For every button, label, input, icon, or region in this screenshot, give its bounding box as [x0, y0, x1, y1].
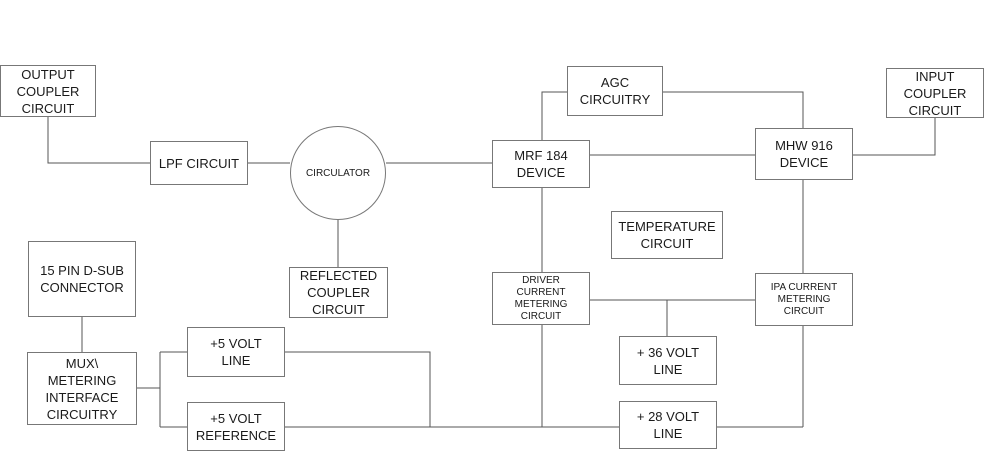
plus28-volt-line-label: + 28 VOLT LINE: [636, 409, 700, 441]
ipa-current-metering-label: IPA CURRENT METERING CIRCUIT: [770, 281, 838, 317]
temperature-circuit-label: TEMPERATURE CIRCUIT: [618, 219, 716, 251]
dsub-connector-label: 15 PIN D-SUB CONNECTOR: [40, 263, 124, 295]
mrf184-device-label: MRF 184 DEVICE: [514, 148, 568, 180]
lpf-circuit-block: LPF CIRCUIT: [150, 141, 248, 185]
mux-metering-label: MUX\ METERING INTERFACE CIRCUITRY: [45, 355, 119, 422]
lpf-circuit-label: LPF CIRCUIT: [158, 155, 240, 171]
input-coupler-label: INPUT COUPLER CIRCUIT: [903, 68, 967, 118]
mhw916-device-label: MHW 916 DEVICE: [775, 138, 833, 170]
reflected-coupler-block: REFLECTED COUPLER CIRCUIT: [289, 267, 388, 318]
mrf184-device-block: MRF 184 DEVICE: [492, 140, 590, 188]
driver-current-metering-block: DRIVER CURRENT METERING CIRCUIT: [492, 272, 590, 325]
circulator-block: CIRCULATOR: [290, 126, 386, 220]
plus36-volt-line-block: + 36 VOLT LINE: [619, 336, 717, 385]
input-coupler-block: INPUT COUPLER CIRCUIT: [886, 68, 984, 118]
output-coupler-block: OUTPUT COUPLER CIRCUIT: [0, 65, 96, 117]
plus36-volt-line-label: + 36 VOLT LINE: [636, 344, 700, 377]
ipa-current-metering-block: IPA CURRENT METERING CIRCUIT: [755, 273, 853, 326]
reflected-coupler-label: REFLECTED COUPLER CIRCUIT: [299, 268, 378, 317]
plus5-volt-line-block: +5 VOLT LINE: [187, 327, 285, 377]
driver-current-metering-label: DRIVER CURRENT METERING CIRCUIT: [514, 274, 568, 322]
plus5-volt-reference-label: +5 VOLT REFERENCE: [195, 410, 277, 443]
plus28-volt-line-block: + 28 VOLT LINE: [619, 401, 717, 449]
plus5-volt-line-label: +5 VOLT LINE: [210, 336, 262, 368]
output-coupler-label: OUTPUT COUPLER CIRCUIT: [16, 66, 80, 116]
plus5-volt-reference-block: +5 VOLT REFERENCE: [187, 402, 285, 451]
circulator-label: CIRCULATOR: [305, 167, 371, 179]
mux-metering-block: MUX\ METERING INTERFACE CIRCUITRY: [27, 352, 137, 425]
mhw916-device-block: MHW 916 DEVICE: [755, 128, 853, 180]
dsub-connector-block: 15 PIN D-SUB CONNECTOR: [28, 241, 136, 317]
agc-circuitry-block: AGC CIRCUITRY: [567, 66, 663, 116]
temperature-circuit-block: TEMPERATURE CIRCUIT: [611, 211, 723, 259]
agc-circuitry-label: AGC CIRCUITRY: [579, 75, 651, 107]
